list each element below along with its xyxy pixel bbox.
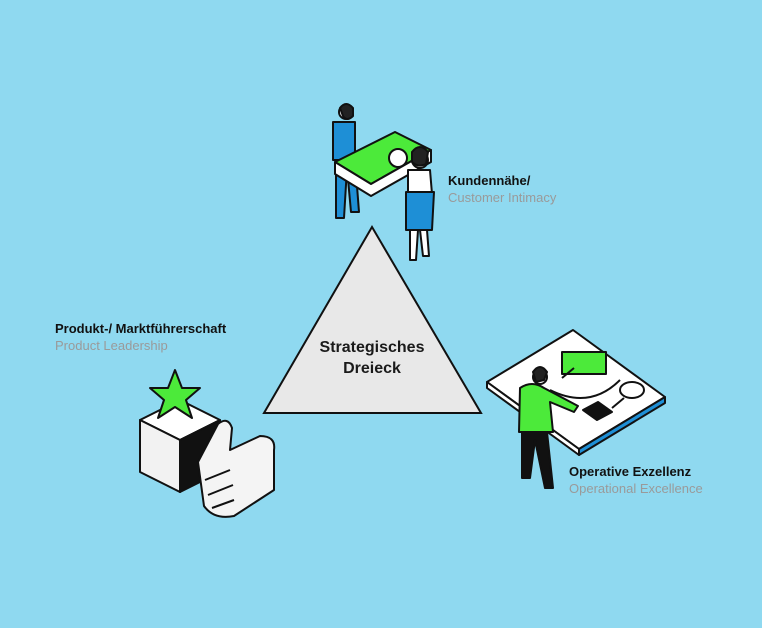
customer-intimacy-label: Kundennähe/ Customer Intimacy: [448, 172, 556, 206]
product-leadership-title: Produkt-/ Marktführerschaft: [55, 321, 227, 336]
operational-excellence-illustration: [486, 329, 666, 489]
triangle-label-line1: Strategisches: [319, 339, 425, 356]
customer-intimacy-title: Kundennähe/: [448, 173, 531, 188]
strategic-triangle: [262, 225, 483, 414]
operational-excellence-label: Operative Exzellenz Operational Excellen…: [569, 463, 703, 497]
product-leadership-illustration: [139, 369, 276, 518]
product-leadership-subtitle: Product Leadership: [55, 338, 168, 353]
operational-excellence-title: Operative Exzellenz: [569, 464, 692, 479]
product-leadership-label: Produkt-/ Marktführerschaft Product Lead…: [55, 320, 226, 354]
triangle-label: Strategisches Dreieck: [302, 337, 442, 379]
customer-intimacy-subtitle: Customer Intimacy: [448, 190, 557, 205]
triangle-label-line2: Dreieck: [343, 360, 401, 377]
operational-excellence-subtitle: Operational Excellence: [569, 481, 703, 496]
customer-intimacy-illustration: [332, 103, 435, 261]
